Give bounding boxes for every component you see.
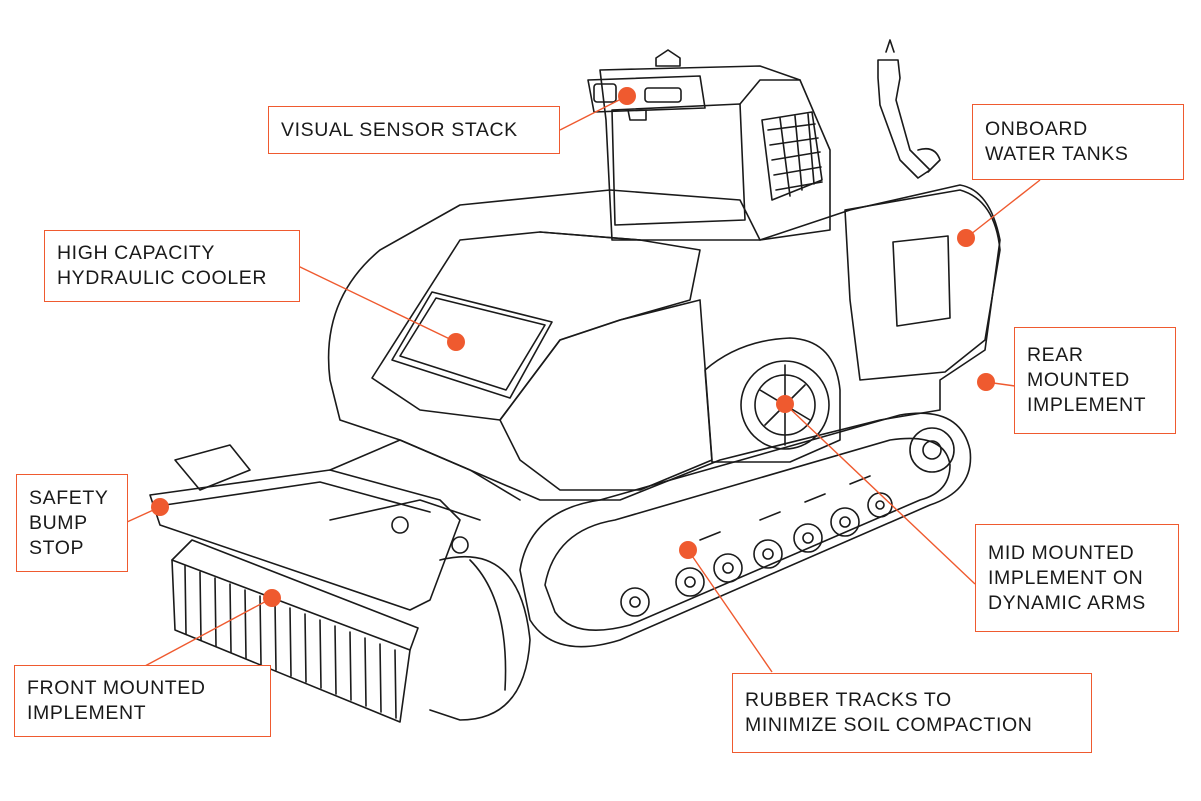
callout-line: HYDRAULIC COOLER — [57, 267, 268, 289]
callout-rubber-tracks: RUBBER TRACKS TO MINIMIZE SOIL COMPACTIO… — [732, 673, 1092, 753]
callout-mid-mounted-implement: MID MOUNTED IMPLEMENT ON DYNAMIC ARMS — [975, 524, 1179, 632]
callout-line: MID MOUNTED — [988, 541, 1135, 564]
callout-line: VISUAL SENSOR STACK — [281, 118, 518, 141]
callout-line: BUMP — [29, 511, 88, 534]
markers — [151, 87, 995, 607]
marker-front-implement — [263, 589, 281, 607]
callout-line: IMPLEMENT — [1027, 394, 1147, 416]
callout-line: DYNAMIC ARMS — [988, 591, 1146, 614]
callout-onboard-water-tanks: ONBOARD WATER TANKS — [972, 104, 1184, 180]
cab-tower — [599, 49, 831, 241]
marker-rear-implement — [977, 373, 995, 391]
marker-visual-sensor — [618, 87, 636, 105]
exhaust-pipe — [877, 39, 941, 179]
callout-line: IMPLEMENT ON — [988, 566, 1144, 589]
track-assembly — [519, 412, 972, 648]
callout-line: REAR — [1027, 344, 1084, 366]
sensor-bar — [587, 75, 706, 121]
marker-mid-implement — [776, 395, 794, 413]
callout-front-mounted-implement: FRONT MOUNTED IMPLEMENT — [14, 665, 271, 737]
callout-line: ONBOARD — [985, 118, 1088, 140]
callout-rear-mounted-implement: REAR MOUNTED IMPLEMENT — [1014, 327, 1176, 434]
callout-hydraulic-cooler: HIGH CAPACITY HYDRAULIC COOLER — [44, 230, 300, 302]
callout-line: WATER TANKS — [985, 143, 1129, 165]
callout-line: STOP — [29, 536, 85, 559]
marker-hydraulic-cooler — [447, 333, 465, 351]
callout-line: MOUNTED — [1027, 369, 1130, 391]
callout-safety-bump-stop: SAFETY BUMP STOP — [16, 474, 128, 572]
front-frame — [149, 439, 521, 611]
marker-water-tanks — [957, 229, 975, 247]
callout-visual-sensor-stack: VISUAL SENSOR STACK — [268, 106, 560, 154]
front-implement — [171, 539, 419, 723]
front-wheel — [429, 555, 531, 721]
callout-line: SAFETY — [29, 486, 109, 509]
leader-lines — [126, 95, 1041, 673]
callout-line: IMPLEMENT — [27, 702, 147, 724]
callout-line: HIGH CAPACITY — [57, 242, 216, 264]
callout-line: FRONT MOUNTED — [27, 677, 206, 699]
callout-line: MINIMIZE SOIL COMPACTION — [745, 714, 1033, 736]
callout-line: RUBBER TRACKS TO — [745, 689, 952, 711]
marker-bump-stop — [151, 498, 169, 516]
marker-rubber-tracks — [679, 541, 697, 559]
